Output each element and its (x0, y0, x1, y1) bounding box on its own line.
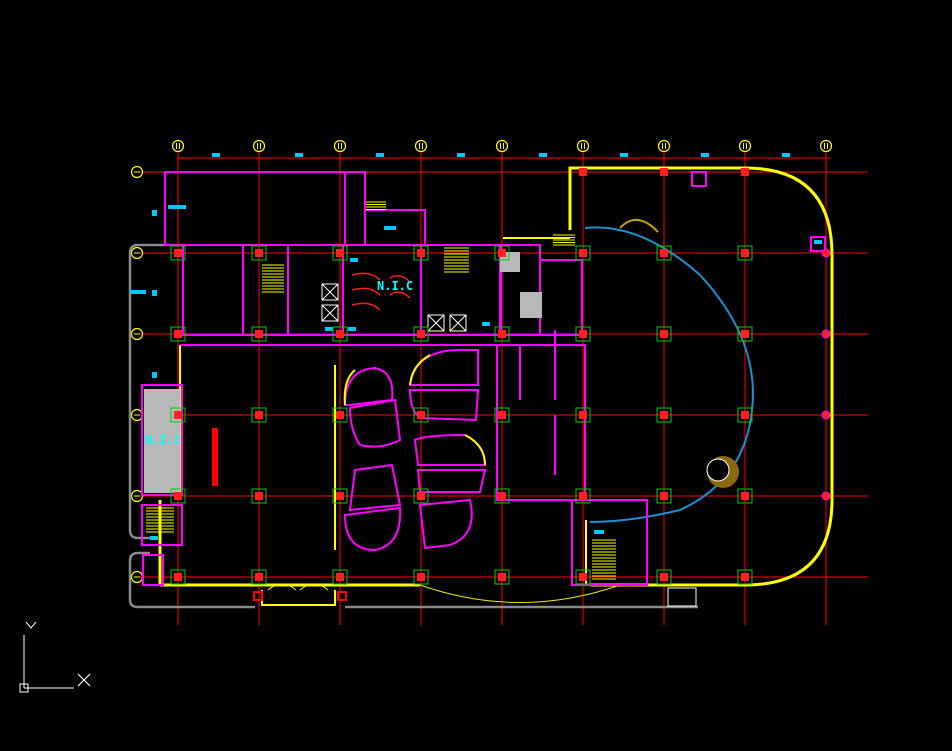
service-blocks (144, 252, 542, 493)
column (737, 569, 753, 585)
column (494, 407, 510, 423)
column (741, 168, 749, 176)
column (737, 326, 753, 342)
column (660, 168, 668, 176)
column (494, 569, 510, 585)
column (575, 407, 591, 423)
interior-walls (141, 171, 826, 586)
grid-bubble (130, 165, 144, 179)
grid-bubble (252, 139, 266, 153)
curtain-wall (584, 226, 754, 523)
column (575, 245, 591, 261)
grid-bubble (171, 139, 185, 153)
column (737, 407, 753, 423)
room-label-nic-west: N.I.C (145, 433, 181, 447)
column (413, 488, 429, 504)
column (251, 326, 267, 342)
column (251, 569, 267, 585)
column (170, 245, 186, 261)
column (656, 488, 672, 504)
fixtures (130, 153, 822, 540)
column (575, 569, 591, 585)
column (251, 488, 267, 504)
column (821, 410, 831, 420)
round-column (706, 456, 739, 488)
entrance (253, 583, 697, 607)
column (575, 326, 591, 342)
column (494, 488, 510, 504)
column (413, 407, 429, 423)
column (494, 326, 510, 342)
slab-edge (128, 243, 698, 609)
grid-bubble (333, 139, 347, 153)
room-label-nic-core: N.I.C (377, 279, 413, 293)
column (656, 245, 672, 261)
column (332, 245, 348, 261)
column (413, 569, 429, 585)
grid-bubbles (130, 139, 833, 584)
curtain-arc-small (619, 219, 659, 233)
grid-bubble (130, 327, 144, 341)
grid-bubble (819, 139, 833, 153)
column (821, 248, 831, 258)
stairs (146, 201, 616, 580)
grid-bubble (738, 139, 752, 153)
column (737, 488, 753, 504)
canopy-curve (419, 584, 621, 603)
ucs-icon (19, 621, 74, 693)
column (413, 326, 429, 342)
column (170, 407, 186, 423)
column (413, 245, 429, 261)
column (170, 569, 186, 585)
column (251, 245, 267, 261)
grid-bubble (495, 139, 509, 153)
elevators (321, 283, 467, 332)
duct-hatch (351, 272, 411, 311)
grid-bubble (657, 139, 671, 153)
column (332, 488, 348, 504)
column (579, 168, 587, 176)
column (656, 407, 672, 423)
column (332, 407, 348, 423)
column (656, 569, 672, 585)
structural-columns (170, 168, 831, 585)
column (332, 569, 348, 585)
column (494, 245, 510, 261)
ucs-x-label: X (80, 689, 81, 691)
column (737, 245, 753, 261)
column (821, 329, 831, 339)
column (656, 326, 672, 342)
grid-bubble (130, 246, 144, 260)
column (170, 326, 186, 342)
grid-bubble (414, 139, 428, 153)
column (575, 488, 591, 504)
ucs-y-label: Y (26, 633, 27, 635)
column (821, 491, 831, 501)
column (170, 488, 186, 504)
ucs-x-glyph (77, 673, 91, 687)
column (251, 407, 267, 423)
office-pods (334, 349, 487, 552)
column (332, 326, 348, 342)
grid-bubble (576, 139, 590, 153)
